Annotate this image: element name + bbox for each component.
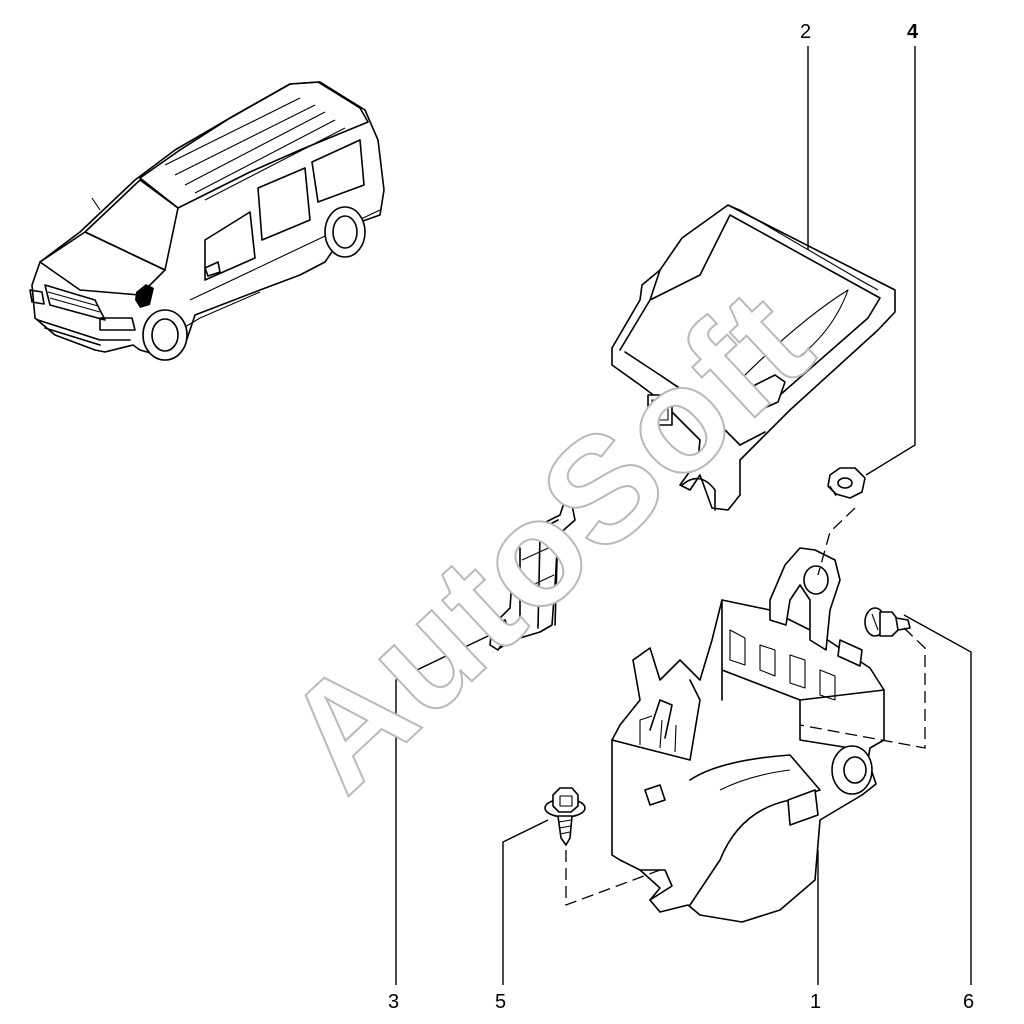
leader-lines	[395, 46, 972, 985]
callout-3: 3	[388, 991, 400, 1013]
callout-4: 4	[907, 21, 919, 43]
part-2-cover	[611, 204, 896, 511]
fuse-box-location-marker	[135, 284, 154, 308]
vehicle-illustration	[29, 81, 385, 361]
callout-5: 5	[495, 991, 507, 1013]
part-3-clip	[489, 499, 576, 651]
callout-1: 1	[810, 991, 822, 1013]
part-1-bracket	[611, 547, 885, 923]
part-6-bolt	[864, 607, 911, 637]
assembly-lines	[565, 507, 926, 906]
part-5-screw	[544, 787, 586, 846]
callout-2: 2	[800, 21, 812, 43]
callout-6: 6	[963, 991, 975, 1013]
part-4-nut	[827, 467, 866, 499]
